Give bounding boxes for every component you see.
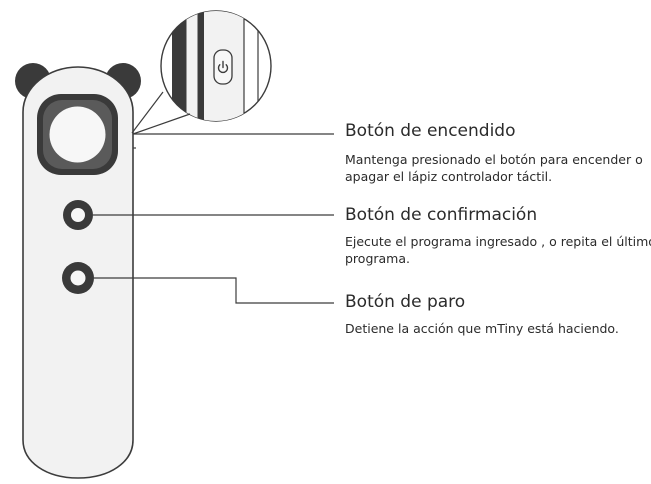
joystick-cap[interactable] (49, 106, 106, 163)
stop-button-description: Detiene la acción que mTiny está haciend… (345, 321, 619, 336)
leader-stop (94, 277, 334, 304)
confirm-button-title: Botón de confirmación (345, 205, 538, 225)
power-icon (217, 60, 229, 74)
stop-button-title: Botón de paro (345, 292, 466, 312)
zoom-inset (160, 10, 272, 122)
power-button-title: Botón de encendido (345, 121, 516, 141)
power-button-description: Mantenga presionado el botón para encend… (345, 152, 643, 184)
confirm-button-description: Ejecute el programa ingresado , o repita… (345, 234, 651, 266)
